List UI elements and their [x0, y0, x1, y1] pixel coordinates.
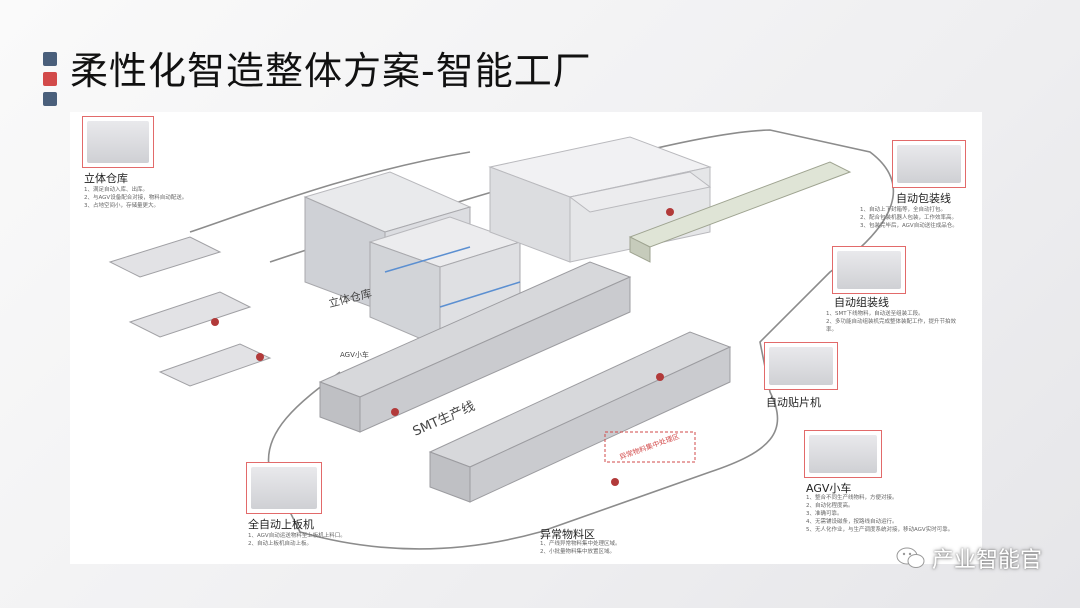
callout-label-stereo-warehouse: 立体仓库: [84, 172, 128, 185]
note: 3、占地空间小，存储量更大。: [84, 203, 160, 209]
note: 1、SMT下线物料，自动送至组装工段。: [826, 311, 924, 317]
note: 3、包装完毕后，AGV自动送往成品仓。: [860, 223, 958, 229]
note: 2、与AGV设备配合对接，物料自动配送。: [84, 195, 188, 201]
callout-label-agv-cart: AGV小车: [806, 482, 852, 495]
callout-notes-auto-packaging-line: 1、自动上下封箱等，全自动打包。 2、配合包装机器人包装，工作效率高。 3、包装…: [860, 206, 978, 230]
callout-image-auto-board-loader: [246, 462, 322, 514]
wechat-icon: [896, 547, 925, 568]
assembly-line-image: [837, 251, 901, 289]
clean-room-modules: [488, 136, 712, 263]
callout-notes-auto-assembly-line: 1、SMT下线物料，自动送至组装工段。 2、多功能自动组装机完成整体装配工作，提…: [826, 310, 962, 334]
note: 1、AGV自动运送物料至上板机上料口。: [248, 533, 346, 539]
bullet-3: [43, 92, 57, 106]
note: 1、自动上下封箱等，全自动打包。: [860, 207, 947, 213]
callout-image-auto-placement-machine: [764, 342, 838, 390]
callout-notes-agv-cart: 1、整合不同生产线物料，方便对接。 2、自动化程度高。 3、准确可靠。 4、无需…: [806, 494, 966, 534]
callout-image-agv-cart: [804, 430, 882, 478]
callout-label-abnormal-material-zone: 异常物料区: [540, 528, 595, 541]
callout-label-auto-board-loader: 全自动上板机: [248, 518, 314, 531]
note: 1、满足自动入库、出库。: [84, 187, 149, 193]
stereo-warehouse-image: [87, 121, 149, 163]
packaging-line-image: [897, 145, 961, 183]
factory-diagram: 立体仓库 SMT生产线 AGV小车 异常物料集中处理区 立体仓库 1、满足自动入…: [70, 112, 982, 564]
floor-label-agv: AGV小车: [340, 351, 369, 359]
operator-workstations: [108, 236, 272, 387]
callout-notes-stereo-warehouse: 1、满足自动入库、出库。 2、与AGV设备配合对接，物料自动配送。 3、占地空间…: [84, 186, 204, 210]
callout-image-auto-packaging-line: [892, 140, 966, 188]
callout-label-auto-assembly-line: 自动组装线: [834, 296, 889, 309]
placement-machine-image: [769, 347, 833, 385]
note: 3、准确可靠。: [806, 511, 843, 517]
watermark-text: 产业智能官: [931, 548, 1042, 573]
smt-production-line: [318, 261, 732, 503]
factory-illustration: [108, 129, 895, 550]
note: 2、小批量物料集中放置区域。: [540, 549, 616, 555]
assembly-conveyor: [628, 161, 852, 263]
callout-notes-auto-board-loader: 1、AGV自动运送物料至上板机上料口。 2、自动上板机自动上板。: [248, 532, 398, 548]
bullet-1: [43, 52, 57, 66]
callout-label-auto-placement-machine: 自动贴片机: [766, 396, 821, 409]
callout-label-auto-packaging-line: 自动包装线: [896, 192, 951, 205]
note: 2、配合包装机器人包装，工作效率高。: [860, 215, 958, 221]
abnormal-zone-marker: [604, 431, 696, 463]
agv-cart-image: [809, 435, 877, 473]
callout-image-stereo-warehouse: [82, 116, 154, 168]
note: 2、自动化程度高。: [806, 503, 854, 509]
note: 1、产线异常物料集中处理区域。: [540, 541, 621, 547]
note: 1、整合不同生产线物料，方便对接。: [806, 495, 898, 501]
note: 2、多功能自动组装机完成整体装配工作，提升节拍效率。: [826, 319, 957, 333]
agv-path-inner: [189, 151, 471, 233]
title-bullets: [43, 52, 57, 112]
bullet-2: [43, 72, 57, 86]
note: 5、无人化作业，与生产调度系统对接，移动AGV实时可靠。: [806, 527, 954, 533]
watermark: 产业智能官: [896, 542, 1042, 574]
note: 2、自动上板机自动上板。: [248, 541, 313, 547]
board-loader-image: [251, 467, 317, 509]
callout-notes-abnormal-material-zone: 1、产线异常物料集中处理区域。 2、小批量物料集中放置区域。: [540, 540, 670, 556]
slide-title: 柔性化智造整体方案-智能工厂: [70, 49, 592, 93]
workers: [211, 208, 674, 486]
note: 4、无需铺设磁条，按路线自动运行。: [806, 519, 898, 525]
callout-image-auto-assembly-line: [832, 246, 906, 294]
